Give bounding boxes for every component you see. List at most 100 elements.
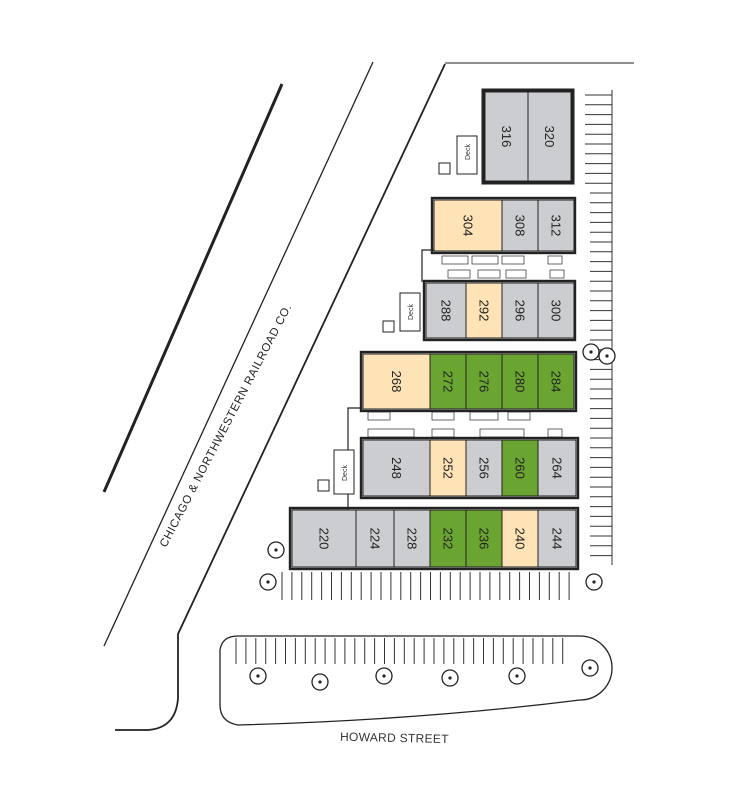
unit-320[interactable]: 320 [527,91,572,182]
tree-icon [581,659,599,677]
unit-232-label: 232 [441,528,456,550]
unit-256-shape [465,439,503,497]
parking-stripes-island [235,638,564,664]
parking-stripes-east [585,90,613,565]
unit-256[interactable]: 256 [465,439,503,497]
unit-312-shape [537,199,575,252]
building-frame-5 [359,436,580,500]
unit-288-shape [425,282,467,339]
unit-240-label: 240 [513,528,528,550]
unit-272[interactable]: 272 [429,353,467,410]
unit-308[interactable]: 308 [501,199,539,252]
unit-240-shape [501,509,539,568]
unit-260[interactable]: 260 [501,439,539,497]
unit-276[interactable]: 276 [465,353,503,410]
unit-264[interactable]: 264 [537,439,577,497]
tree-icon [267,541,285,559]
unit-300[interactable]: 300 [537,282,575,339]
trees [249,343,616,691]
unit-248-label: 248 [389,457,404,479]
unit-320-shape [527,91,572,182]
tree-icon [508,667,526,685]
tree-icon [249,667,267,685]
svg-text:Deck: Deck [342,465,349,481]
unit-292[interactable]: 292 [465,282,503,339]
unit-248[interactable]: 248 [362,439,431,497]
unit-296[interactable]: 296 [501,282,539,339]
unit-236-shape [465,509,503,568]
unit-layer: 316 320 304 308 312 288 292 296 300 268 272 276 280 2… [288,88,580,571]
unit-252-label: 252 [441,457,456,479]
unit-268[interactable]: 268 [362,353,431,410]
decks: Deck Deck Deck [317,135,478,495]
unit-244-label: 244 [550,528,565,550]
unit-284-label: 284 [549,371,564,393]
building-frame-2 [430,196,577,255]
unit-264-label: 264 [550,457,565,479]
unit-292-shape [465,282,503,339]
unit-236[interactable]: 236 [465,509,503,568]
tree-icon [259,573,277,591]
unit-232-shape [429,509,467,568]
unit-304[interactable]: 304 [433,199,503,252]
unit-224-label: 224 [368,528,383,550]
unit-244-shape [537,509,577,568]
unit-248-shape [362,439,431,497]
unit-316[interactable]: 316 [484,91,529,182]
building-frame-1 [481,88,575,185]
unit-280[interactable]: 280 [501,353,539,410]
unit-224-shape [355,509,395,568]
tree-icon [441,669,459,687]
unit-284[interactable]: 284 [537,353,575,410]
lot-boundary [115,63,446,731]
unit-264-shape [537,439,577,497]
building-frame-6 [288,506,580,571]
unit-268-shape [362,353,431,410]
unit-280-label: 280 [513,371,528,393]
unit-224[interactable]: 224 [355,509,395,568]
unit-256-label: 256 [477,457,492,479]
unit-292-label: 292 [477,300,492,322]
tree-icon [598,347,616,365]
unit-260-label: 260 [513,457,528,479]
unit-220[interactable]: 220 [291,509,357,568]
parking-stripes-south [281,572,570,600]
unit-300-shape [537,282,575,339]
unit-312-label: 312 [549,215,564,237]
unit-296-shape [501,282,539,339]
unit-244[interactable]: 244 [537,509,577,568]
railroad-tracks [102,61,374,647]
parking-island [219,635,613,726]
unit-308-shape [501,199,539,252]
unit-228[interactable]: 228 [393,509,431,568]
unit-236-label: 236 [477,528,492,550]
street-label: HOWARD STREET [340,730,449,746]
unit-268-label: 268 [389,371,404,393]
unit-320-label: 320 [542,126,557,148]
svg-text:Deck: Deck [465,144,472,160]
railroad-label: CHICAGO & NORTHWESTERN RAILROAD CO. [158,302,294,549]
tree-icon [582,343,600,361]
unit-252[interactable]: 252 [429,439,467,497]
unit-228-shape [393,509,431,568]
unit-232[interactable]: 232 [429,509,467,568]
unit-276-shape [465,353,503,410]
unit-304-shape [433,199,503,252]
unit-304-label: 304 [461,215,476,237]
unit-240[interactable]: 240 [501,509,539,568]
unit-288-label: 288 [439,300,454,322]
unit-312[interactable]: 312 [537,199,575,252]
unit-280-shape [501,353,539,410]
unit-272-label: 272 [441,371,456,393]
unit-276-label: 276 [477,371,492,393]
unit-272-shape [429,353,467,410]
building-frame-4 [359,350,578,413]
building-frame-3 [422,279,577,342]
tree-icon [311,673,329,691]
tree-icon [585,573,603,591]
unit-296-label: 296 [513,300,528,322]
unit-288[interactable]: 288 [425,282,467,339]
unit-228-label: 228 [405,528,420,550]
tree-icon [375,667,393,685]
